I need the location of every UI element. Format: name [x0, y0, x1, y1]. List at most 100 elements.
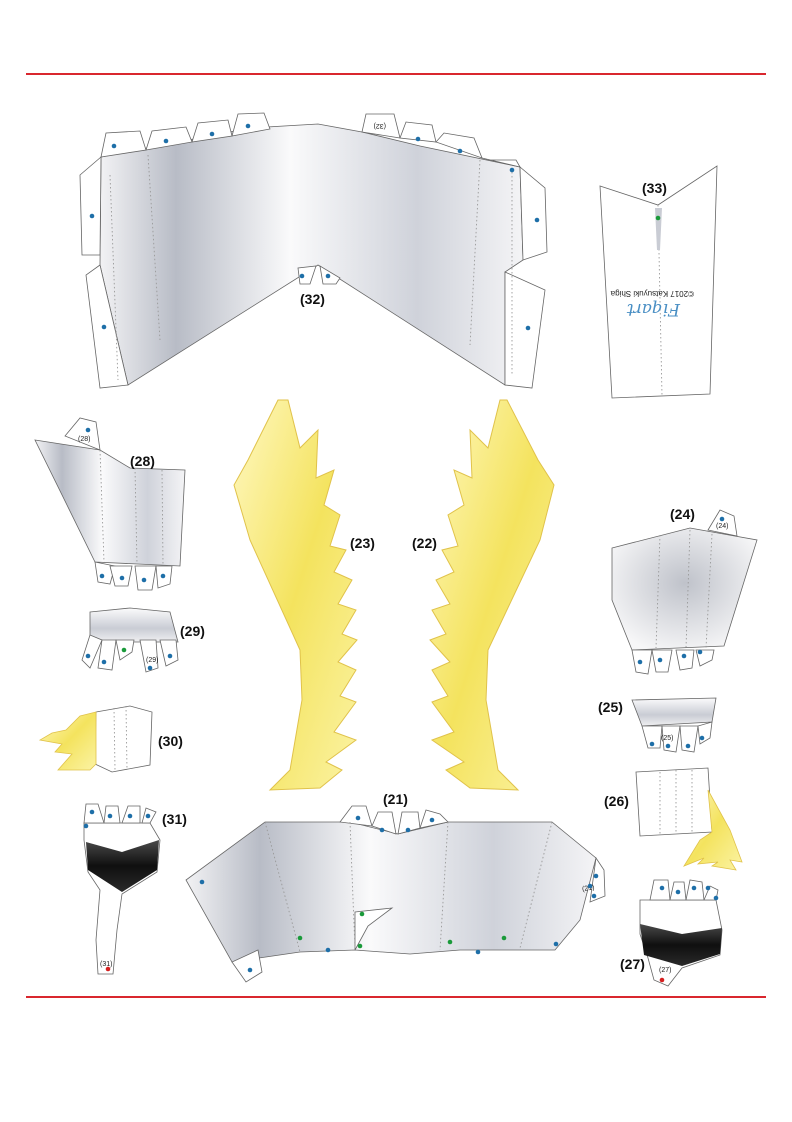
piece-29-tab	[97, 639, 117, 671]
piece-30-fold-line	[125, 705, 128, 771]
glue-dot-blue	[101, 324, 107, 330]
piece-25-tab	[697, 721, 713, 745]
piece-32-body	[99, 123, 524, 386]
piece-21-fold-line	[264, 821, 301, 953]
piece-28-tab-label: (28)	[78, 436, 90, 443]
piece-31-dark-band	[86, 840, 159, 892]
piece-25: (25) (25)	[598, 697, 717, 753]
glue-dot-blue	[675, 889, 681, 895]
piece-32-tab-left-upper	[79, 156, 102, 256]
glue-dot-green	[655, 215, 661, 221]
piece-26-label: (26)	[604, 793, 629, 809]
piece-32-fold-line	[147, 154, 161, 341]
glue-dot-blue	[509, 167, 515, 173]
piece-29-tab	[139, 639, 159, 673]
piece-24-top-tab	[707, 509, 738, 537]
piece-27-label: (27)	[620, 956, 645, 972]
piece-26-body	[635, 767, 713, 837]
glue-dot-blue	[697, 649, 703, 655]
glue-dot-blue	[379, 827, 385, 833]
glue-dot-blue	[591, 893, 597, 899]
glue-dot-blue	[85, 427, 91, 433]
piece-30-body	[94, 705, 153, 773]
glue-dot-blue	[659, 885, 665, 891]
piece-24-tab-label: (24)	[716, 523, 728, 530]
piece-28-fold-line	[99, 449, 105, 563]
piece-31-tab	[103, 805, 121, 824]
glue-dot-blue	[119, 575, 125, 581]
piece-32-top-tab-6	[399, 121, 437, 143]
piece-32-tab-right-lower	[504, 271, 546, 389]
glue-dot-blue	[325, 947, 331, 953]
glue-dot-blue	[355, 815, 361, 821]
glue-dot-blue	[553, 941, 559, 947]
piece-30: (30)	[38, 705, 183, 773]
glue-dot-blue	[719, 516, 725, 522]
glue-dot-blue	[457, 148, 463, 154]
piece-29-tab-label: (29)	[146, 657, 158, 664]
piece-32-tab-right-upper	[519, 166, 548, 261]
glue-dot-blue	[325, 273, 331, 279]
piece-30-flame	[38, 711, 97, 771]
piece-25-tab	[679, 725, 699, 753]
glue-dot-blue	[245, 123, 251, 129]
piece-22-label: (22)	[412, 535, 437, 551]
glue-dot-blue	[99, 573, 105, 579]
piece-28-top-tab	[64, 417, 101, 451]
piece-32-top-tab-5	[361, 113, 401, 139]
piece-27-tab-label: (27)	[659, 967, 671, 974]
piece-32-tab-label: (32)	[374, 122, 386, 129]
glue-dot-green	[357, 943, 363, 949]
piece-28: (28) (28)	[34, 417, 186, 591]
glue-dot-blue	[89, 213, 95, 219]
top-border-line	[26, 73, 766, 75]
piece-32-fold-line	[469, 159, 481, 346]
glue-dot-blue	[101, 659, 107, 665]
piece-30-label: (30)	[158, 733, 183, 749]
piece-31-label: (31)	[162, 811, 187, 827]
brand-logo: Fiqart	[627, 299, 681, 319]
glue-dot-blue	[685, 743, 691, 749]
piece-32-top-tab-1	[100, 130, 147, 158]
glue-dots	[83, 123, 725, 983]
piece-29: (29) (29)	[81, 607, 205, 673]
glue-dot-blue	[649, 741, 655, 747]
glue-dot-blue	[145, 813, 151, 819]
glue-dot-blue	[163, 138, 169, 144]
piece-21-bottom-tab-left	[231, 949, 263, 983]
glue-dot-blue	[147, 665, 153, 671]
piece-32-label: (32)	[300, 291, 325, 307]
piece-28-fold-line	[134, 467, 138, 565]
piece-32-top-tab-2	[145, 126, 193, 151]
glue-dot-blue	[107, 813, 113, 819]
piece-31: (31) (31)	[83, 803, 187, 975]
glue-dot-blue	[160, 573, 166, 579]
piece-28-bottom-tab	[134, 565, 157, 591]
glue-dot-blue	[415, 136, 421, 142]
piece-21-tab-label: (21)	[582, 884, 595, 893]
glue-dot-blue	[593, 873, 599, 879]
glue-dot-red	[105, 966, 111, 972]
piece-21-top-tab	[339, 805, 373, 827]
piece-28-label: (28)	[130, 453, 155, 469]
glue-dot-green	[447, 939, 453, 945]
glue-dot-blue	[199, 879, 205, 885]
glue-dot-red	[659, 977, 665, 983]
piece-22-flame	[429, 399, 555, 791]
piece-25-tab	[641, 725, 663, 749]
glue-dot-blue	[405, 827, 411, 833]
glue-dot-blue	[299, 273, 305, 279]
piece-24-bottom-tab	[675, 649, 695, 671]
piece-32-top-tab-4	[231, 112, 271, 137]
piece-21-fold-line	[519, 821, 553, 949]
glue-dot-blue	[665, 743, 671, 749]
glue-dot-green	[501, 935, 507, 941]
copyright-text: ©2017 Katsuyuki Shiga	[610, 289, 694, 298]
glue-dot-blue	[587, 883, 593, 889]
piece-21-inner-flap	[354, 907, 394, 951]
piece-21: (21) (21)	[185, 791, 606, 983]
piece-26-flame	[683, 789, 743, 871]
glue-dot-blue	[525, 325, 531, 331]
piece-29-tab	[159, 639, 179, 667]
glue-dot-blue	[127, 813, 133, 819]
